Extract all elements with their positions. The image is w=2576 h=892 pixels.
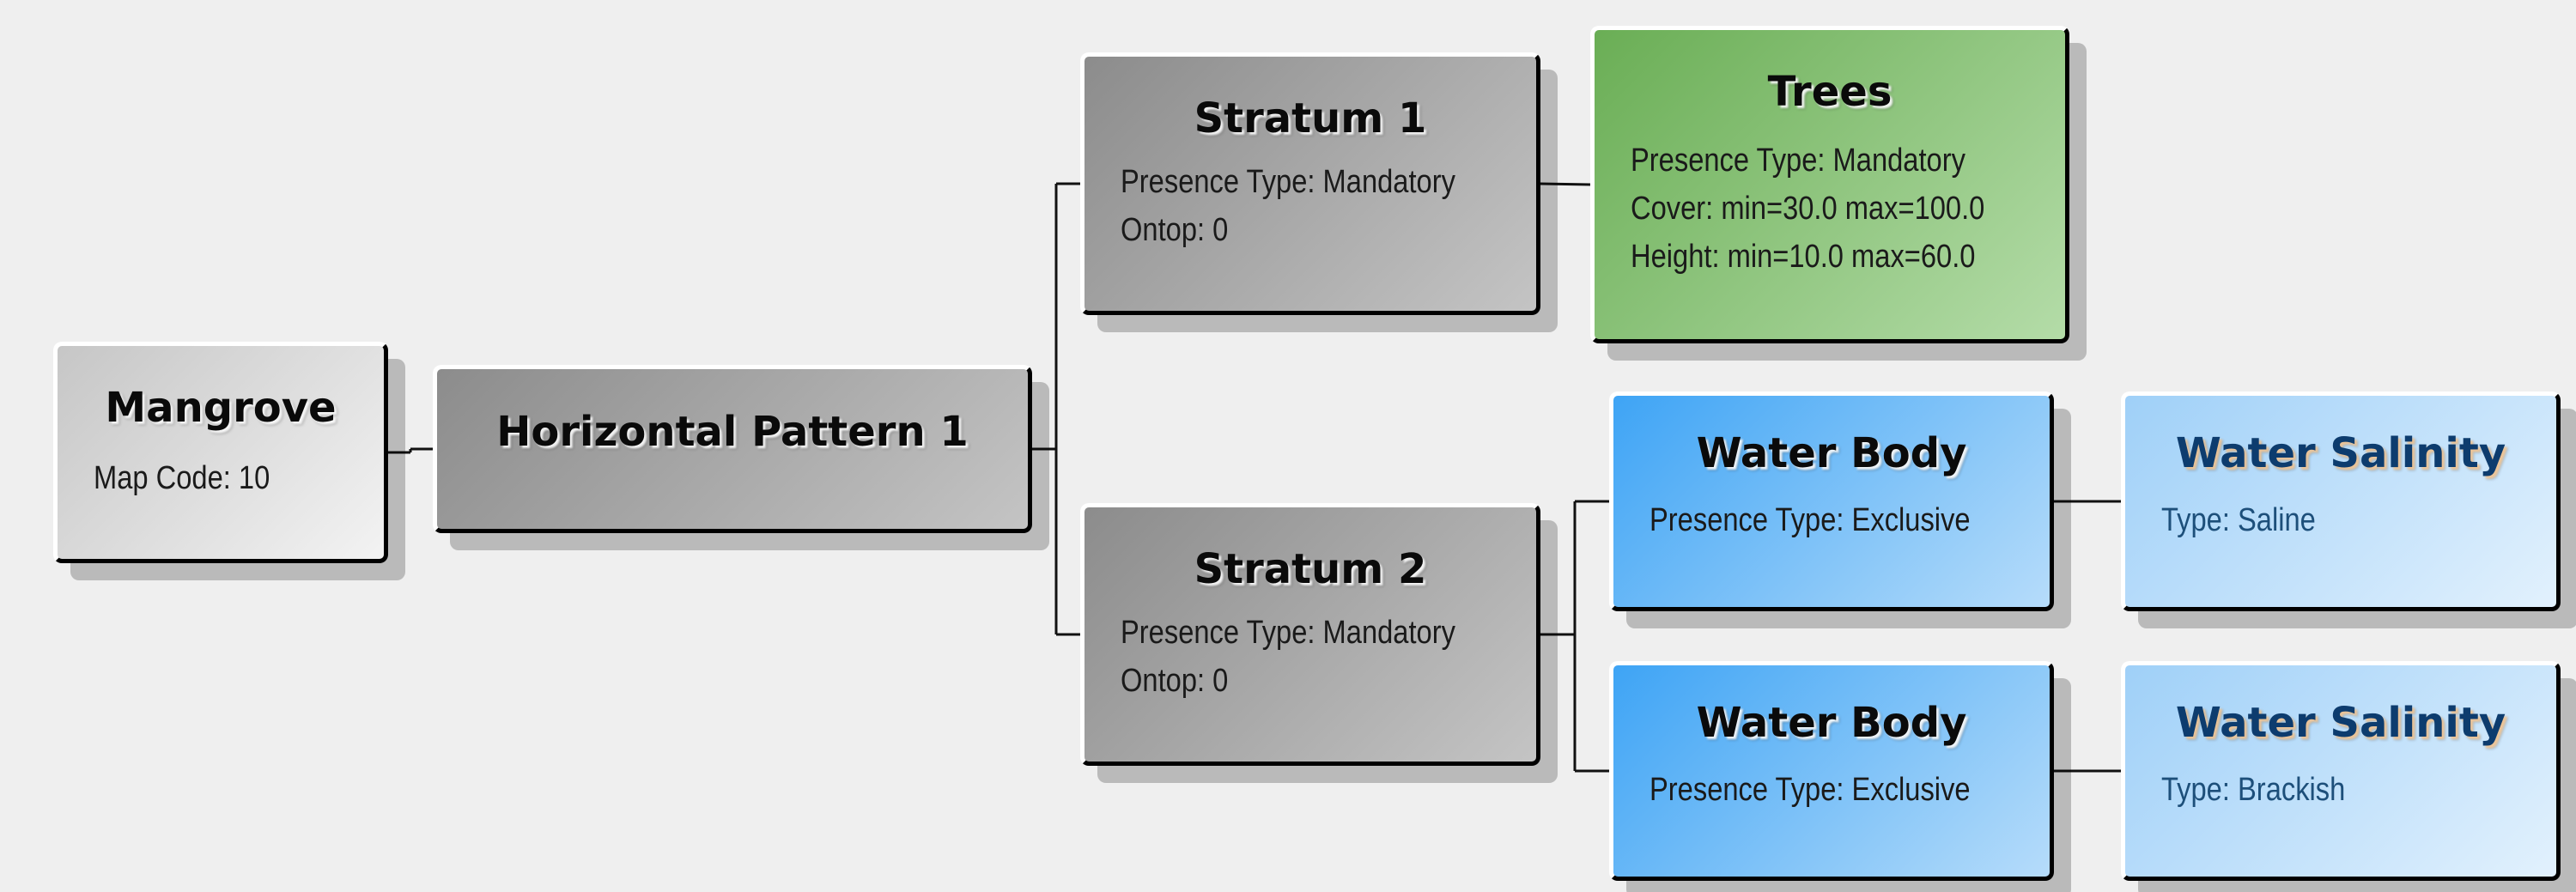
- node-water-body-1: Water Body Presence Type: Exclusive: [1609, 391, 2054, 611]
- node-detail: Map Code: 10: [94, 460, 270, 496]
- node-title: Water Salinity: [2175, 429, 2506, 477]
- node-title: Water Body: [1696, 429, 1967, 477]
- connector-line: [1540, 182, 1591, 186]
- node-detail: Cover: min=30.0 max=100.0: [1631, 191, 1985, 227]
- node-detail: Height: min=10.0 max=60.0: [1631, 239, 1976, 275]
- node-detail: Presence Type: Exclusive: [1649, 772, 1971, 808]
- node-detail: Ontop: 0: [1121, 663, 1229, 699]
- node-detail: Presence Type: Mandatory: [1121, 615, 1455, 651]
- node-title: Stratum 1: [1194, 94, 1427, 143]
- node-mangrove: Mangrove Map Code: 10: [53, 342, 388, 563]
- node-detail: Type: Saline: [2161, 502, 2316, 538]
- node-detail: Presence Type: Mandatory: [1121, 164, 1455, 200]
- node-title: Horizontal Pattern 1: [496, 408, 969, 456]
- node-title: Water Salinity: [2175, 699, 2506, 747]
- node-title: Trees: [1767, 68, 1893, 116]
- node-water-body-2: Water Body Presence Type: Exclusive: [1609, 661, 2054, 881]
- node-water-salinity-1: Water Salinity Type: Saline: [2121, 391, 2561, 611]
- node-stratum-2: Stratum 2 Presence Type: Mandatory Ontop…: [1080, 503, 1540, 766]
- node-trees: Trees Presence Type: Mandatory Cover: mi…: [1590, 26, 2069, 343]
- node-stratum-1: Stratum 1 Presence Type: Mandatory Ontop…: [1080, 52, 1540, 315]
- node-water-salinity-2: Water Salinity Type: Brackish: [2121, 661, 2561, 881]
- node-detail: Ontop: 0: [1121, 212, 1229, 248]
- node-detail: Presence Type: Exclusive: [1649, 502, 1971, 538]
- node-title: Water Body: [1696, 699, 1967, 747]
- node-detail: Type: Brackish: [2161, 772, 2346, 808]
- node-horizontal-pattern-1: Horizontal Pattern 1: [433, 365, 1032, 533]
- node-title: Mangrove: [105, 384, 337, 432]
- node-title: Stratum 2: [1194, 545, 1427, 593]
- node-detail: Presence Type: Mandatory: [1631, 143, 1965, 179]
